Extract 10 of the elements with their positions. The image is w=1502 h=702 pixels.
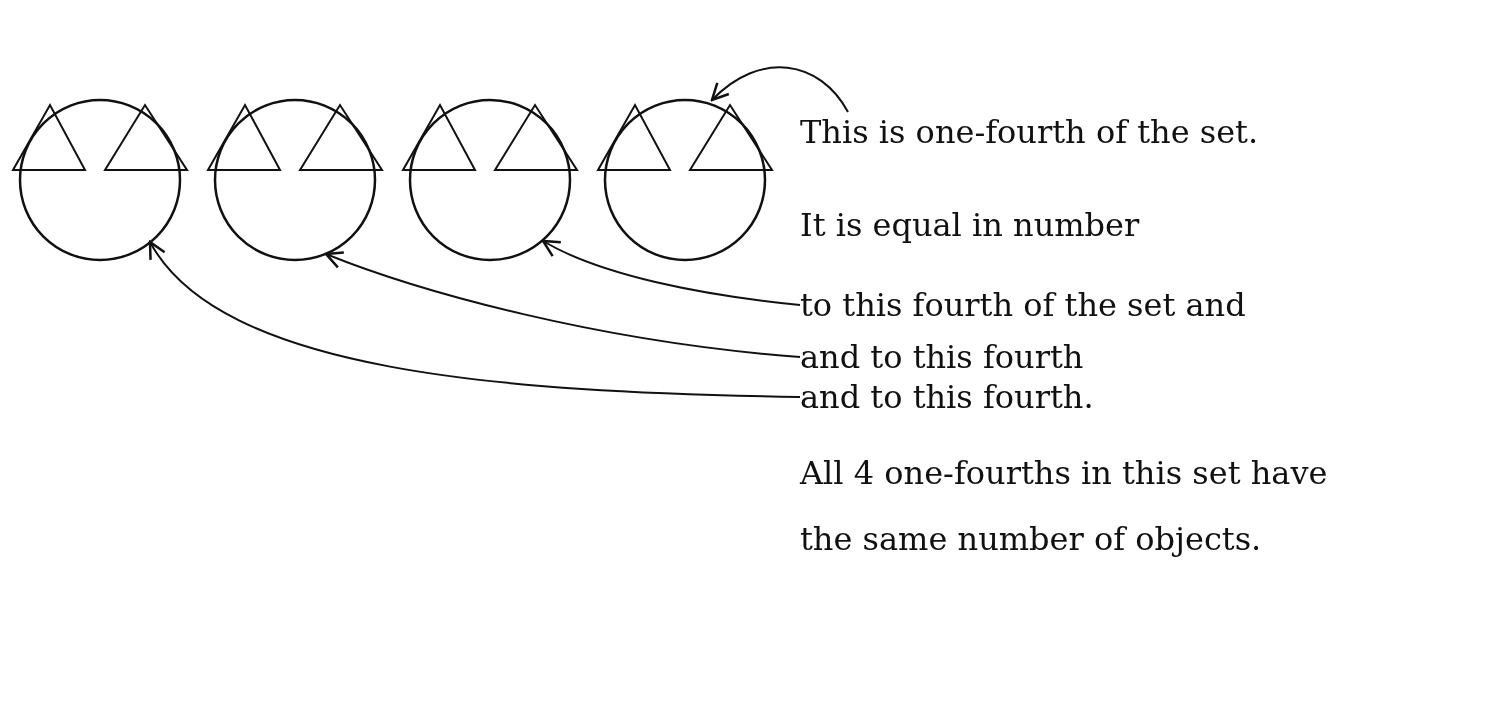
callout-text: and to this fourth (800, 337, 1084, 377)
arrow (148, 240, 801, 398)
callout-text: and to this fourth. (800, 377, 1094, 417)
callout-text: This is one-fourth of the set. (800, 112, 1259, 152)
note-text: All 4 one-fourths in this set have the same number of objects. (800, 453, 1329, 560)
callout-text: to this fourth of the set and (800, 285, 1246, 325)
arrow (541, 239, 801, 306)
arrow (324, 251, 801, 358)
note-text: It is equal in number (800, 205, 1140, 245)
arrow (710, 66, 849, 113)
